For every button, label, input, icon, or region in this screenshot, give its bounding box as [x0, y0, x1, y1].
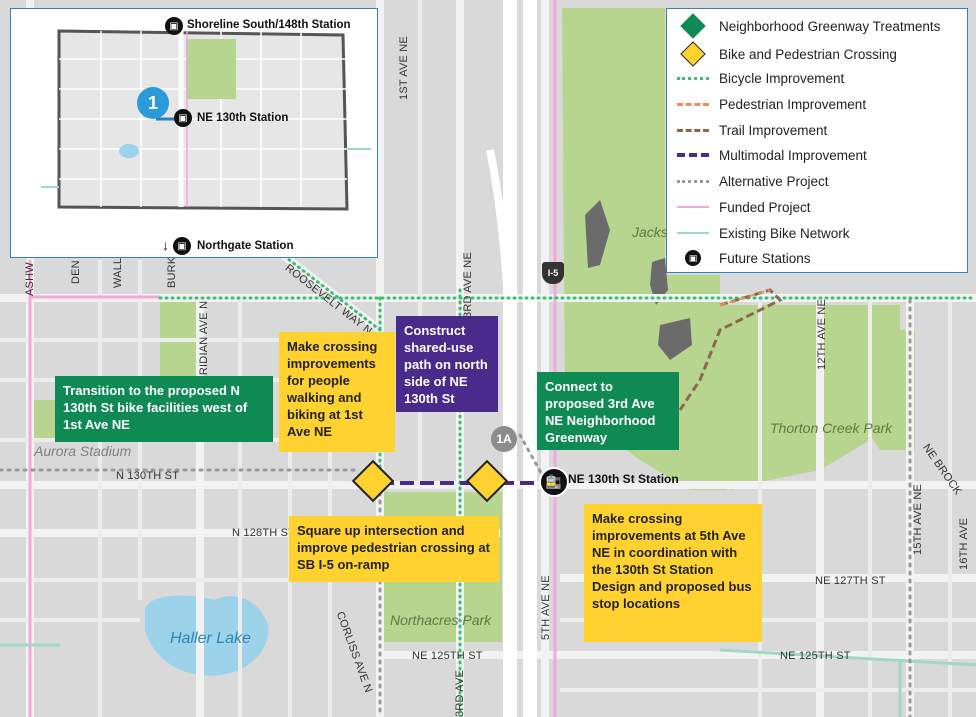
jackson-park-label: Jacks: [632, 224, 668, 240]
south-arrow-icon: ↓: [162, 237, 169, 253]
shoreline-station-icon: ▣: [165, 17, 183, 35]
legend-label: Multimodal Improvement: [719, 147, 867, 163]
shoreline-station-label: Shoreline South/148th Station: [187, 19, 351, 31]
legend-label: Neighborhood Greenway Treatments: [719, 18, 941, 34]
legend-label: Alternative Project: [719, 173, 829, 189]
street-ashw: ASHW: [24, 262, 36, 296]
pond-3: [658, 318, 692, 360]
trail-improvement-line-icon: [677, 128, 709, 132]
map-legend: Neighborhood Greenway Treatments Bike an…: [666, 8, 968, 273]
legend-label: Funded Project: [719, 199, 811, 215]
existing-bike-network-line-icon: [677, 232, 709, 234]
street-den: DEN: [70, 260, 82, 284]
callout-shared-use-path: Construct shared-use path on north side …: [396, 316, 498, 412]
legend-item-bicycle: Bicycle Improvement: [675, 67, 844, 89]
street-fifth-ave: 5TH AVE NE: [540, 575, 552, 640]
street-n130: N 130TH ST: [116, 470, 180, 482]
street-n128: N 128TH ST: [232, 527, 296, 539]
street-sixteenth: 16TH AVE: [958, 517, 970, 570]
legend-item-pedestrian: Pedestrian Improvement: [675, 93, 866, 115]
thornton-creek-park-label: Thorton Creek Park: [770, 420, 893, 436]
ne-130th-station-icon[interactable]: 🚉: [539, 467, 569, 497]
haller-lake-label: Haller Lake: [170, 630, 251, 647]
legend-label: Pedestrian Improvement: [719, 96, 867, 112]
project-number-badge[interactable]: 1: [137, 87, 169, 119]
legend-item-funded: Funded Project: [675, 196, 811, 218]
project-1a-badge[interactable]: 1A: [491, 426, 517, 452]
callout-connect-3rd-ave: Connect to proposed 3rd Ave NE Neighborh…: [537, 372, 679, 450]
thornton-creek-park-area: [730, 395, 870, 490]
street-ne127: NE 127TH ST: [815, 575, 886, 587]
pedestrian-improvement-line-icon: [677, 102, 709, 106]
haller-lake: [145, 595, 269, 676]
alternative-project-line-icon: [677, 179, 709, 183]
callout-crossing-5th-ave: Make crossing improvements at 5th Ave NE…: [584, 504, 762, 642]
legend-item-multimodal: Multimodal Improvement: [675, 144, 867, 166]
legend-item-crossing: Bike and Pedestrian Crossing: [675, 41, 897, 67]
greenway-diamond-icon: [680, 13, 706, 39]
street-fifteenth: 15TH AVE NE: [912, 483, 924, 555]
funded-project-line-icon: [677, 206, 709, 208]
pond-1: [585, 200, 610, 268]
jackson-park-area: [562, 8, 915, 490]
street-first-ave: 1ST AVE NE: [398, 36, 410, 100]
street-ne125-west: NE 125TH ST: [412, 650, 483, 662]
legend-item-existing-bike: Existing Bike Network: [675, 222, 850, 244]
locator-inset-map: 1 ▣ Shoreline South/148th Station ▣ NE 1…: [10, 8, 378, 258]
multimodal-improvement-line-icon: [677, 153, 709, 157]
legend-label: Future Stations: [719, 250, 811, 266]
street-third-ave-south: 3RD AVE: [454, 669, 466, 717]
pond-2: [650, 258, 668, 305]
legend-label: Trail Improvement: [719, 122, 828, 138]
i5-shield-icon: I-5: [542, 262, 564, 284]
northgate-station-icon: ▣: [173, 237, 191, 255]
street-burk: BURK: [166, 256, 178, 288]
street-twelfth: 12TH AVE NE: [816, 298, 828, 370]
callout-crossing-1st-ave: Make crossing improvements for people wa…: [279, 332, 395, 452]
crossing-diamond-icon: [680, 41, 706, 67]
northacres-park-label: Northacres Park: [390, 612, 492, 628]
legend-label: Bike and Pedestrian Crossing: [719, 46, 897, 62]
aurora-stadium-label: Aurora Stadium: [34, 443, 132, 459]
northgate-station-label: Northgate Station: [197, 240, 294, 252]
legend-label: Bicycle Improvement: [719, 70, 845, 86]
legend-label: Existing Bike Network: [719, 225, 850, 241]
street-wall: WALL: [112, 257, 124, 288]
street-third-ave-north: 3RD AVE NE: [462, 252, 474, 318]
legend-item-greenway: Neighborhood Greenway Treatments: [675, 13, 941, 39]
street-ne125-east: NE 125TH ST: [780, 650, 851, 662]
bicycle-improvement-line-icon: [677, 76, 709, 80]
i5-freeway: [503, 0, 537, 717]
legend-item-alternative: Alternative Project: [675, 170, 829, 192]
ne-130th-station-label: NE 130th St Station: [568, 472, 679, 486]
inset-map-graphic: [41, 29, 371, 211]
callout-square-up: Square up intersection and improve pedes…: [289, 516, 499, 582]
callout-transition: Transition to the proposed N 130th St bi…: [55, 376, 273, 442]
future-station-icon: ▣: [685, 250, 701, 266]
meridian-park-area: [160, 300, 200, 390]
ne-130th-inset-label: NE 130th Station: [197, 112, 289, 124]
legend-item-trail: Trail Improvement: [675, 119, 827, 141]
legend-item-future-stations: ▣ Future Stations: [675, 247, 811, 269]
ne-130th-inset-station-icon: ▣: [174, 109, 192, 127]
